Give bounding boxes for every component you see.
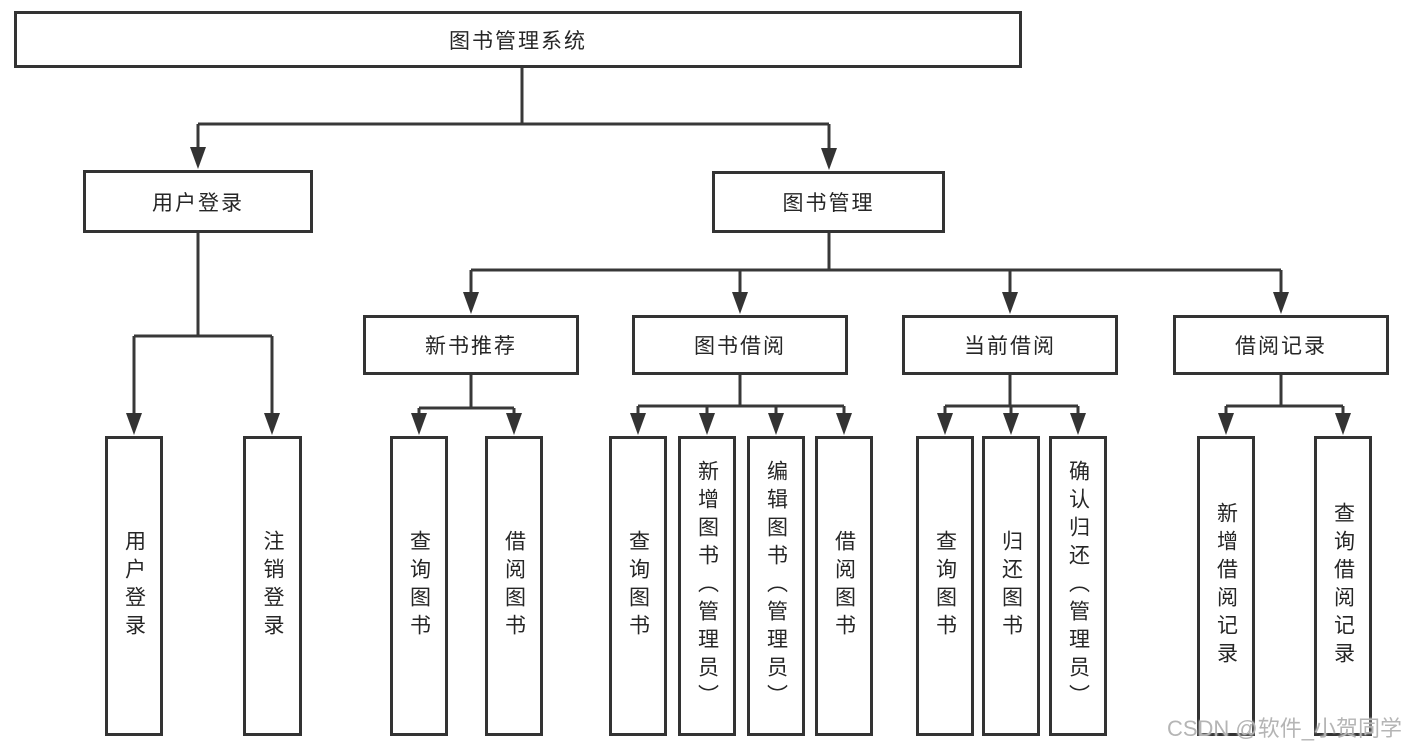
node-label: 借阅记录 [1235, 335, 1327, 358]
arrowhead [821, 148, 837, 170]
leaf-add-book-admin: 新增图书（管理员） [678, 436, 736, 736]
node-label: 借阅图书 [502, 530, 526, 642]
arrowhead [506, 413, 522, 435]
arrowhead [1003, 413, 1019, 435]
node-label: 借阅图书 [832, 530, 856, 642]
node-label: 查询借阅记录 [1331, 502, 1355, 670]
leaf-add-borrow-record: 新增借阅记录 [1197, 436, 1255, 736]
leaf-borrow-books-recommend: 借阅图书 [485, 436, 543, 736]
leaf-borrow-books-borrowing: 借阅图书 [815, 436, 873, 736]
node-label: 注销登录 [261, 530, 285, 642]
node-label: 查询图书 [933, 530, 957, 642]
leaf-logout: 注销登录 [243, 436, 302, 736]
node-current-borrowing: 当前借阅 [902, 315, 1118, 375]
arrowheads [126, 147, 1351, 435]
arrowhead [768, 413, 784, 435]
node-book-management: 图书管理 [712, 171, 945, 233]
arrowhead [1002, 292, 1018, 314]
arrowhead [1273, 292, 1289, 314]
node-user-login: 用户登录 [83, 170, 313, 233]
arrowhead [732, 292, 748, 314]
node-label: 编辑图书（管理员） [764, 460, 788, 712]
leaf-query-books-recommend: 查询图书 [390, 436, 448, 736]
arrowhead [411, 413, 427, 435]
node-label: 用户登录 [152, 191, 244, 215]
node-label: 图书管理 [782, 192, 875, 215]
node-label: 新书推荐 [425, 335, 517, 358]
watermark-text: CSDN @软件_小贺同学 [1166, 716, 1402, 741]
arrowhead [1335, 413, 1351, 435]
node-new-book-recommend: 新书推荐 [363, 315, 579, 375]
node-label: 图书借阅 [694, 335, 786, 358]
leaf-confirm-return-admin: 确认归还（管理员） [1049, 436, 1107, 736]
node-label: 归还图书 [999, 530, 1023, 642]
arrowhead [937, 413, 953, 435]
arrowhead [836, 413, 852, 435]
node-label: 图书管理系统 [449, 29, 587, 53]
node-label: 当前借阅 [964, 335, 1056, 358]
connector-path [132, 68, 1345, 416]
node-label: 查询图书 [626, 530, 650, 642]
node-label: 确认归还（管理员） [1066, 460, 1090, 712]
arrowhead [1070, 413, 1086, 435]
node-label: 查询图书 [407, 530, 431, 642]
node-label: 新增借阅记录 [1214, 502, 1238, 670]
leaf-edit-book-admin: 编辑图书（管理员） [747, 436, 805, 736]
node-library-management-system: 图书管理系统 [14, 11, 1022, 68]
arrowhead [190, 147, 206, 169]
arrowhead [463, 292, 479, 314]
arrowhead [1218, 413, 1234, 435]
arrowhead [699, 413, 715, 435]
leaf-return-book: 归还图书 [982, 436, 1040, 736]
leaf-query-books-borrowing: 查询图书 [609, 436, 667, 736]
node-borrowing-records: 借阅记录 [1173, 315, 1389, 375]
node-label: 新增图书（管理员） [695, 460, 719, 712]
arrowhead [264, 413, 280, 435]
node-book-borrowing: 图书借阅 [632, 315, 848, 375]
leaf-query-borrow-record: 查询借阅记录 [1314, 436, 1372, 736]
node-label: 用户登录 [122, 530, 146, 642]
leaf-query-books-current: 查询图书 [916, 436, 974, 736]
leaf-user-login: 用户登录 [105, 436, 163, 736]
arrowhead [126, 413, 142, 435]
arrowhead [630, 413, 646, 435]
